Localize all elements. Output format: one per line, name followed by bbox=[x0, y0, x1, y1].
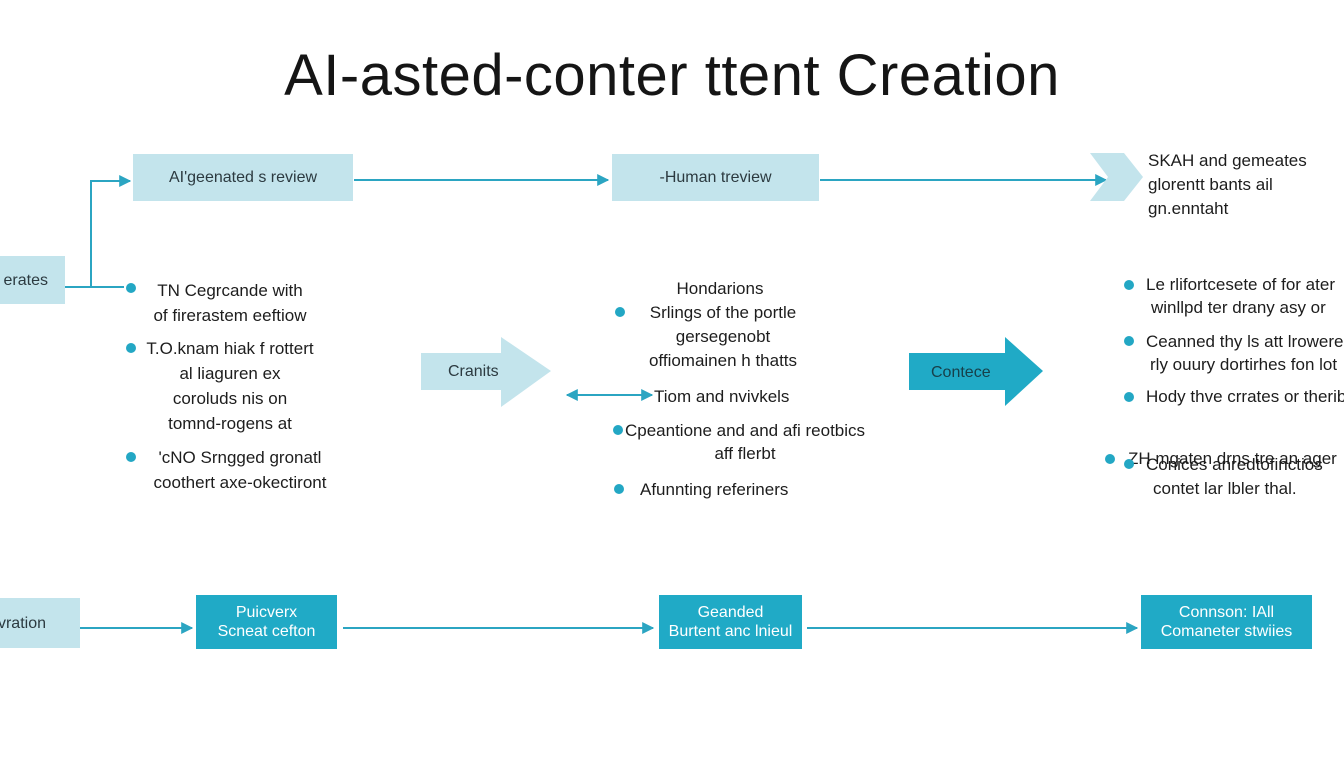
bottom-box-2-line: Burtent anc lnieul bbox=[668, 623, 793, 640]
contece-arrow-label: Contece bbox=[931, 364, 991, 381]
center-item-line: Cpeantione and and afi reotbics bbox=[624, 421, 866, 440]
human-review-box: -Human treview bbox=[612, 154, 819, 201]
connector-elbow-left bbox=[64, 175, 132, 288]
right-bullet-line: ZH mgaten drns tre an ager bbox=[1128, 449, 1337, 468]
bottom-box-2-line: Geanded bbox=[697, 604, 764, 621]
bottom-box-3-line: Connson: IAll bbox=[1178, 604, 1275, 621]
left-bullet-line: coroluds nis on bbox=[172, 389, 288, 408]
right-bullet-line: Le rlifortcesete of for ater bbox=[1146, 275, 1335, 294]
left-bullet-line: T.O.knam hiak f rottert bbox=[146, 339, 314, 358]
left-bullet-line: tomnd-rogens at bbox=[168, 414, 292, 433]
center-item-line: aff flerbt bbox=[714, 444, 776, 463]
bottom-box-1: Puicverx Scneat cefton bbox=[196, 595, 337, 649]
top-right-line: SKAH and gemeates bbox=[1148, 151, 1307, 170]
right-bullet-line: Conices anredtofinctios bbox=[1146, 455, 1323, 474]
top-right-line: gn.enntaht bbox=[1148, 199, 1229, 218]
bullet-dot bbox=[1124, 459, 1134, 469]
bottom-box-1-line: Scneat cefton bbox=[217, 623, 316, 640]
bottom-box-1-line: Puicverx bbox=[235, 604, 298, 621]
right-bullet-item: ZH mgaten drns tre an ager bbox=[1128, 448, 1337, 470]
right-bullet-line: contet lar lbler thal. bbox=[1153, 479, 1297, 498]
bullet-dot bbox=[615, 307, 625, 317]
left-bullet-line: coothert axe-okectiront bbox=[153, 473, 327, 492]
right-bullet-item: Conices anredtofinctios contet lar lbler… bbox=[1146, 454, 1323, 500]
bottom-box-3-line: Comaneter stwiies bbox=[1160, 623, 1293, 640]
ai-generated-review-label: AI'geenated s review bbox=[168, 169, 318, 186]
center-item-line: offiomainen h thatts bbox=[648, 351, 798, 370]
center-heading: Hondarions bbox=[676, 279, 764, 298]
left-bullet-line: 'cNO Srngged gronatl bbox=[158, 448, 322, 467]
right-bullet-item: Le rlifortcesete of for ater winllpd ter… bbox=[1146, 274, 1335, 319]
center-item-line: gersegenobt bbox=[675, 327, 771, 346]
right-bullet-line: winllpd ter drany asy or bbox=[1151, 298, 1326, 317]
right-bullet-item: Ceanned thy ls att lrowere rly ouury dor… bbox=[1146, 331, 1344, 376]
left-bullet-item: TN Cegrcande with of firerastem eeftiow bbox=[140, 280, 320, 327]
center-item: Tiom and nvivkels bbox=[654, 386, 789, 408]
bottom-box-2: Geanded Burtent anc lnieul bbox=[659, 595, 802, 649]
bullet-dot bbox=[1124, 392, 1134, 402]
left-bullet-line: of firerastem eeftiow bbox=[153, 306, 307, 325]
center-item: Srlings of the portle gersegenobt offiom… bbox=[618, 302, 828, 372]
bottom-stub-label: vration bbox=[0, 614, 46, 632]
ai-generated-review-box: AI'geenated s review bbox=[133, 154, 353, 201]
left-bullet-item: T.O.knam hiak f rottert al liaguren ex c… bbox=[140, 338, 320, 435]
generates-stub-label: erates bbox=[3, 271, 48, 289]
bullet-dot bbox=[1124, 280, 1134, 290]
chevron-arrow-icon bbox=[1090, 153, 1143, 201]
center-item: Cpeantione and and afi reotbics aff fler… bbox=[620, 420, 870, 465]
left-bullet-line: al liaguren ex bbox=[179, 364, 281, 383]
right-bullet-line: rly ouury dortirhes fon lot bbox=[1150, 355, 1338, 374]
right-bullet-item: Hody thve crrates or therib bbox=[1146, 386, 1344, 408]
left-bullet-item: 'cNO Srngged gronatl coothert axe-okecti… bbox=[140, 447, 340, 494]
human-review-label: -Human treview bbox=[659, 169, 772, 186]
top-right-line: glorentt bants ail bbox=[1148, 175, 1273, 194]
big-arrow-dark-icon bbox=[909, 337, 1043, 406]
bullet-dot bbox=[614, 484, 624, 494]
bottom-stub-box: vration bbox=[0, 598, 80, 648]
right-bullet-line: Ceanned thy ls att lrowere bbox=[1146, 332, 1344, 351]
bullet-dot bbox=[1105, 454, 1115, 464]
center-item-line: Afunnting referiners bbox=[640, 480, 789, 499]
right-bullet-line: Hody thve crrates or therib bbox=[1146, 387, 1344, 406]
cranits-arrow-label: Cranits bbox=[448, 363, 499, 380]
bottom-box-3: Connson: IAll Comaneter stwiies bbox=[1141, 595, 1312, 649]
diagram-title: AI-asted-conter ttent Creation bbox=[284, 43, 1060, 108]
big-arrow-light-icon bbox=[421, 337, 551, 407]
center-item: Afunnting referiners bbox=[640, 479, 788, 501]
bullet-dot bbox=[613, 425, 623, 435]
left-bullet-line: TN Cegrcande with bbox=[157, 281, 303, 300]
bullet-dot bbox=[126, 283, 136, 293]
bullet-dot bbox=[126, 452, 136, 462]
generates-stub-box: erates bbox=[0, 256, 65, 304]
center-item-line: Tiom and nvivkels bbox=[654, 387, 790, 406]
center-item-line: Srlings of the portle bbox=[649, 303, 797, 322]
bullet-dot bbox=[1124, 336, 1134, 346]
top-right-output-text: SKAH and gemeates glorentt bants ail gn.… bbox=[1148, 150, 1307, 220]
bullet-dot bbox=[126, 343, 136, 353]
